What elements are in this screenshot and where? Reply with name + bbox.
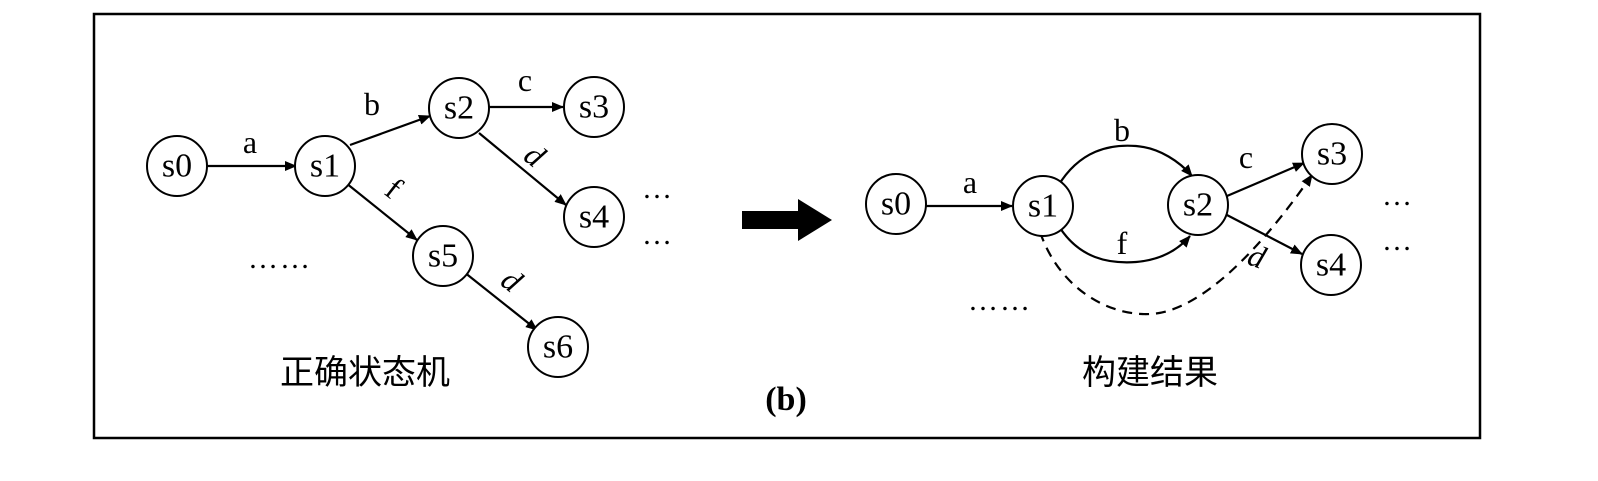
left-edge-s1-s5: [345, 182, 418, 241]
right-build-result: b f a c d s0 s1 s2 s3 s4 …… … … 构建结: [865, 112, 1414, 393]
right-node-s1: s1: [1012, 175, 1074, 237]
right-ellipsis-short-2: …: [1382, 224, 1414, 257]
right-node-s2: s2: [1167, 174, 1229, 236]
left-edge-label-f: f: [379, 171, 410, 206]
right-edge-s2-s3: [1226, 161, 1305, 198]
right-node-s4: s4: [1300, 234, 1362, 296]
right-ellipsis-short-1: …: [1382, 179, 1414, 212]
left-edge-label-d-lower: d: [495, 261, 531, 300]
right-edge-s2-s4: [1224, 213, 1303, 255]
left-node-s1-label: s1: [310, 148, 340, 185]
right-edge-label-f: f: [1117, 225, 1128, 261]
figure-frame: [92, 12, 1482, 440]
left-node-s6-label: s6: [543, 329, 573, 366]
left-node-s3-label: s3: [579, 89, 609, 126]
left-node-s0-label: s0: [162, 148, 192, 185]
right-node-s1-label: s1: [1028, 188, 1058, 225]
left-node-s5: s5: [412, 225, 474, 287]
left-node-s1: s1: [294, 135, 356, 197]
left-edge-s5-s6: [463, 271, 538, 331]
left-node-s2-label: s2: [444, 90, 474, 127]
right-edge-s1-s3-dashed: [1038, 174, 1313, 316]
left-node-s5-label: s5: [428, 238, 458, 275]
right-node-s2-label: s2: [1183, 187, 1213, 224]
right-node-s3-label: s3: [1317, 136, 1347, 173]
right-node-s3: s3: [1301, 123, 1363, 185]
left-ellipsis-short-2: …: [642, 218, 674, 251]
left-edge-label-c: c: [518, 62, 532, 98]
right-node-s4-label: s4: [1316, 247, 1346, 284]
right-edge-s1-s2-f: [1059, 227, 1191, 264]
left-ellipsis-short-1: …: [642, 172, 674, 205]
right-edge-label-a: a: [963, 164, 977, 200]
left-edge-label-b: b: [364, 86, 380, 122]
left-edge-label-a: a: [243, 124, 257, 160]
left-state-machine: a b c d f d s0 s1 s2 s3 s4 s5: [146, 62, 674, 393]
transform-arrow-icon: [742, 199, 832, 241]
right-edge-label-c: c: [1239, 139, 1253, 175]
right-edge-label-b: b: [1114, 112, 1130, 148]
left-node-s4-label: s4: [579, 199, 609, 236]
right-node-s0-label: s0: [881, 186, 911, 223]
figure-label: (b): [765, 381, 807, 418]
right-edge-s1-s2-b: [1057, 144, 1193, 187]
right-edge-label-d: d: [1243, 236, 1271, 276]
left-node-s4: s4: [563, 186, 625, 248]
right-caption: 构建结果: [1082, 353, 1218, 393]
right-node-s0: s0: [865, 173, 927, 235]
left-node-s2: s2: [428, 77, 490, 139]
left-node-s3: s3: [563, 76, 625, 138]
left-ellipsis-long: ……: [248, 242, 312, 275]
right-ellipsis-long: ……: [968, 284, 1032, 317]
left-caption: 正确状态机: [280, 353, 450, 393]
left-node-s0: s0: [146, 135, 208, 197]
left-node-s6: s6: [527, 316, 589, 378]
left-edge-s2-s4: [478, 132, 567, 206]
left-edge-s1-s2: [349, 114, 431, 147]
